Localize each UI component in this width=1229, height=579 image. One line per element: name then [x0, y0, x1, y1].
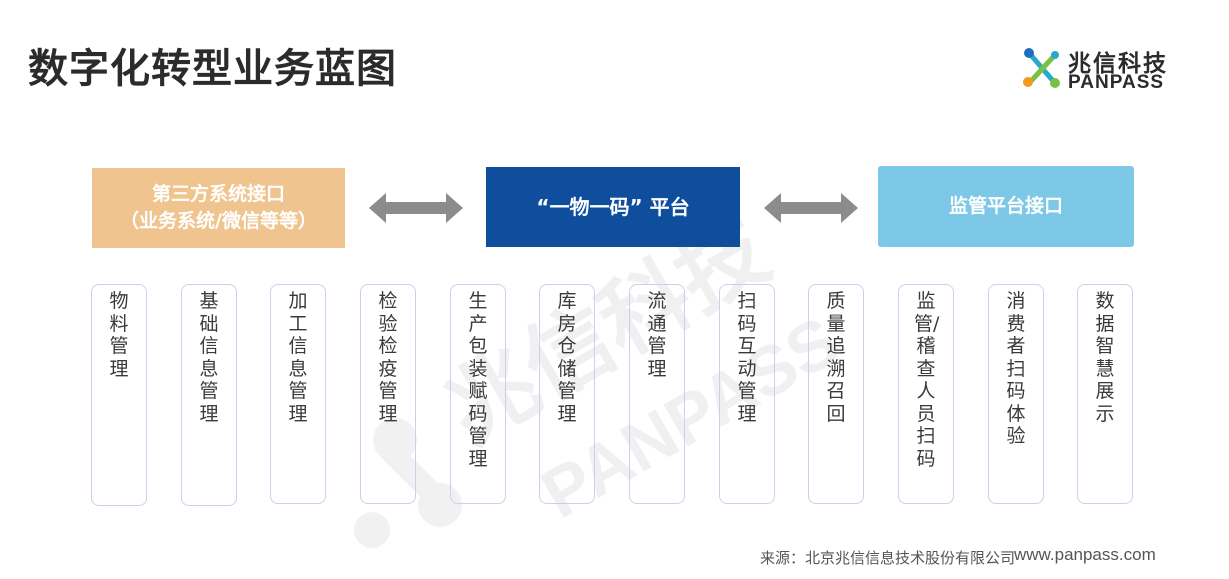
double-arrow-icon [764, 193, 858, 223]
module-item: 监管/稽查人员扫码 [898, 284, 954, 504]
module-item: 库房仓储管理 [539, 284, 595, 504]
platform-label: “一物一码” 平台 [536, 194, 690, 219]
logo-name-cn: 兆信科技 [1068, 51, 1168, 77]
module-item: 数据智慧展示 [1077, 284, 1133, 504]
module-item: 物料管理 [91, 284, 147, 506]
logo-name-en: PANPASS [1068, 72, 1165, 93]
module-label: 消费者扫码体验 [1006, 290, 1026, 447]
company-logo: 兆信科技 PANPASS [1020, 44, 1210, 100]
module-label: 流通管理 [647, 290, 667, 380]
module-label: 加工信息管理 [288, 290, 308, 425]
module-item: 质量追溯召回 [808, 284, 864, 504]
module-label: 数据智慧展示 [1095, 290, 1115, 425]
module-label: 生产包装赋码管理 [468, 290, 488, 470]
regulatory-platform-interface-box: 监管平台接口 [878, 166, 1134, 247]
module-item: 流通管理 [629, 284, 685, 504]
source-note: 来源：北京兆信信息技术股份有限公司 [760, 549, 1016, 567]
panpass-logo-icon [1023, 48, 1060, 88]
third-party-interface-box: 第三方系统接口 （业务系统/微信等等） [92, 168, 345, 248]
third-party-interface-line1: 第三方系统接口 [151, 183, 285, 205]
module-label: 物料管理 [109, 290, 129, 380]
module-label: 检验检疫管理 [378, 290, 398, 425]
module-label: 基础信息管理 [199, 290, 219, 425]
module-label: 监管/稽查人员扫码 [914, 290, 940, 470]
module-label: 库房仓储管理 [557, 290, 577, 425]
one-item-one-code-platform-box: “一物一码” 平台 [486, 167, 740, 247]
module-item: 扫码互动管理 [719, 284, 775, 504]
module-item: 加工信息管理 [270, 284, 326, 504]
module-item: 消费者扫码体验 [988, 284, 1044, 504]
module-label: 扫码互动管理 [737, 290, 757, 425]
double-arrow-icon [369, 193, 463, 223]
page-title: 数字化转型业务蓝图 [28, 46, 397, 92]
module-label: 质量追溯召回 [826, 290, 846, 425]
module-item: 检验检疫管理 [360, 284, 416, 504]
website-link[interactable]: www.panpass.com [1014, 545, 1156, 564]
regulatory-interface-label: 监管平台接口 [948, 195, 1063, 217]
module-item: 基础信息管理 [181, 284, 237, 506]
module-item: 生产包装赋码管理 [450, 284, 506, 504]
third-party-interface-line2: （业务系统/微信等等） [120, 210, 317, 232]
